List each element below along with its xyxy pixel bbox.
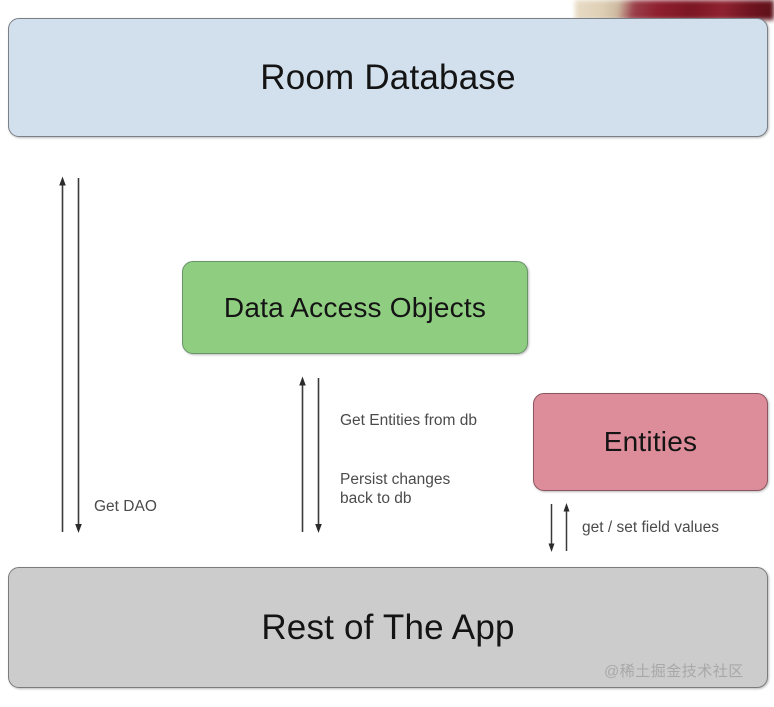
node-room-database[interactable]: Room Database	[8, 18, 768, 137]
connector-get-set-field-values-label: get / set field values	[582, 519, 719, 536]
connector-get-dao-arrows	[54, 174, 90, 536]
connector-dao-arrows	[294, 374, 330, 536]
connector-get-dao-label: Get DAO	[94, 498, 157, 515]
node-rest-of-the-app[interactable]: Rest of The App	[8, 567, 768, 688]
node-entities-label: Entities	[603, 426, 698, 457]
connector-get-set-field-values-arrows	[544, 501, 576, 555]
connector-persist-changes-label: Persist changes back to db	[340, 471, 451, 507]
blurred-photo-fragment	[575, 0, 774, 20]
node-data-access-objects[interactable]: Data Access Objects	[182, 261, 528, 354]
watermark-text: @稀土掘金技术社区	[604, 663, 744, 680]
node-data-access-objects-label: Data Access Objects	[223, 291, 487, 323]
node-room-database-label: Room Database	[260, 57, 516, 97]
connector-get-entities-label: Get Entities from db	[340, 412, 477, 429]
node-rest-of-the-app-label: Rest of The App	[261, 607, 515, 647]
node-entities[interactable]: Entities	[533, 393, 768, 491]
